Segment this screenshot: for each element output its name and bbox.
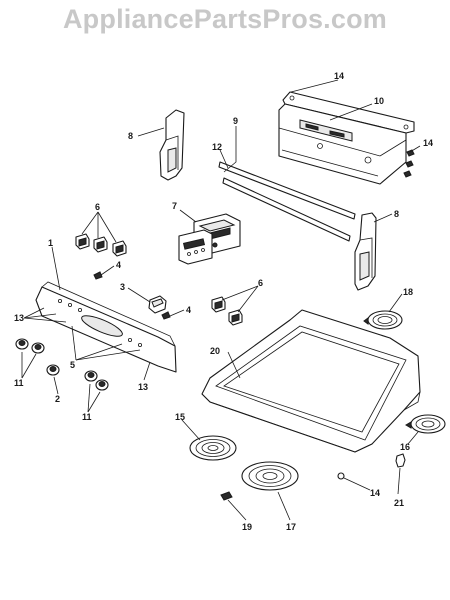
callout-11-left: 11 (14, 378, 24, 388)
part-15-surface-element (189, 435, 237, 461)
part-2-knob (46, 364, 60, 376)
site-watermark: AppliancePartsPros.com (62, 4, 387, 34)
part-18-surface-element (363, 310, 403, 330)
part-7-electronic-control (178, 213, 241, 265)
part-11-knob-a (15, 338, 29, 350)
callout-15: 15 (175, 412, 185, 422)
part-12-trim-strip (218, 161, 356, 220)
callout-18: 18 (403, 287, 413, 297)
part-14-screw-lower (337, 472, 345, 480)
part-4-screw-lower (161, 311, 171, 320)
callout-21: 21 (394, 498, 404, 508)
part-9-trim-strip (222, 177, 351, 242)
callout-17: 17 (286, 522, 296, 532)
callout-12: 12 (212, 142, 222, 152)
part-16-surface-element (405, 414, 446, 434)
part-19-clip (220, 491, 233, 501)
part-14-screws-right (403, 149, 415, 178)
part-1-control-panel (35, 281, 177, 373)
callout-20: 20 (210, 346, 220, 356)
callout-14-lower: 14 (370, 488, 380, 498)
callout-6-left: 6 (95, 202, 100, 212)
callout-8-left: 8 (128, 131, 133, 141)
callout-14-top: 14 (334, 71, 344, 81)
callout-2: 2 (55, 394, 60, 404)
part-11-knob-b (31, 342, 45, 354)
callout-10: 10 (374, 96, 384, 106)
callout-8-right: 8 (394, 209, 399, 219)
part-20-cooktop (201, 309, 421, 453)
callout-19: 19 (242, 522, 252, 532)
part-8-left-endcap (159, 109, 185, 181)
callout-1: 1 (48, 238, 53, 248)
part-8-right-endcap (354, 212, 377, 291)
part-11-knob-c (84, 370, 98, 382)
part-4-screw-upper (93, 271, 103, 280)
callout-14-right: 14 (423, 138, 433, 148)
callout-5: 5 (70, 360, 75, 370)
callout-6-right: 6 (258, 278, 263, 288)
callout-3: 3 (120, 282, 125, 292)
callout-4-lower: 4 (186, 305, 191, 315)
callout-9: 9 (233, 116, 238, 126)
part-11-knob-d (95, 379, 109, 391)
part-6-knobs-right (211, 296, 243, 326)
part-6-knobs-left (75, 233, 127, 257)
part-21-component (395, 453, 406, 468)
callout-labels: 14 10 14 8 9 12 8 7 6 1 4 3 4 6 18 13 5 … (14, 71, 433, 532)
callout-11-lower: 11 (82, 412, 92, 422)
part-17-surface-element (241, 461, 299, 491)
part-10-panel-housing (278, 103, 407, 185)
callout-13-left: 13 (14, 313, 24, 323)
callout-16: 16 (400, 442, 410, 452)
part-3-component (148, 295, 167, 314)
callout-7: 7 (172, 201, 177, 211)
callout-13-right: 13 (138, 382, 148, 392)
leader-lines (21, 79, 421, 521)
callout-4-upper: 4 (116, 260, 121, 270)
